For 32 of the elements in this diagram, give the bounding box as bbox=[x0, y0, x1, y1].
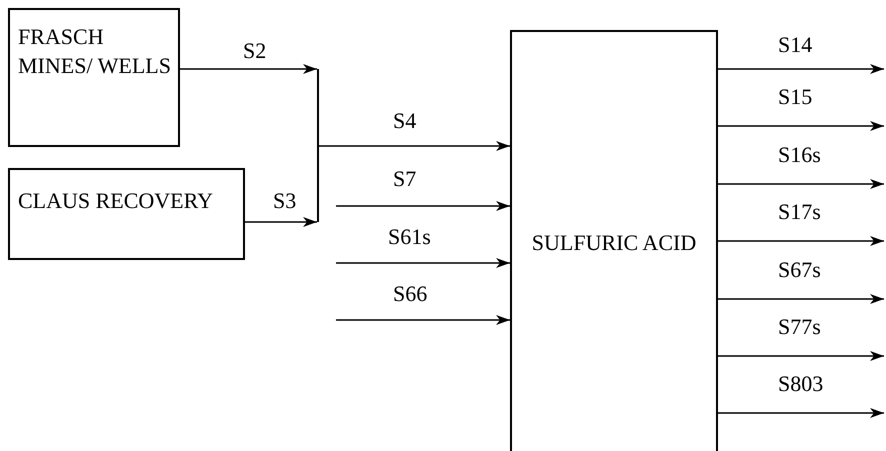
stream-label: S66 bbox=[393, 281, 428, 307]
stream-label: S77s bbox=[778, 314, 821, 340]
arrow bbox=[718, 408, 884, 418]
stream-label: S2 bbox=[243, 38, 266, 64]
arrow bbox=[245, 217, 317, 227]
arrow bbox=[319, 141, 510, 151]
arrow bbox=[718, 294, 884, 304]
stream-label: S61s bbox=[388, 224, 431, 250]
stream-label: S803 bbox=[778, 371, 824, 397]
stream-label: S67s bbox=[778, 257, 821, 283]
stream-label: S3 bbox=[273, 188, 296, 214]
process-box bbox=[510, 30, 718, 451]
arrow bbox=[718, 179, 884, 189]
arrow bbox=[336, 258, 510, 268]
node-label: FRASCH MINES/ WELLS bbox=[18, 23, 172, 80]
stream-label: S14 bbox=[778, 32, 812, 58]
stream-label: S4 bbox=[393, 108, 416, 134]
stream-label: S15 bbox=[778, 84, 812, 110]
arrow bbox=[336, 201, 510, 211]
arrow bbox=[718, 351, 884, 361]
arrow bbox=[336, 315, 510, 325]
arrow bbox=[718, 236, 884, 246]
stream-label: S17s bbox=[778, 199, 821, 225]
arrow bbox=[180, 64, 317, 74]
node-label: CLAUS RECOVERY bbox=[18, 187, 214, 215]
arrow bbox=[718, 121, 884, 131]
arrow bbox=[718, 64, 884, 74]
process-box bbox=[8, 168, 245, 260]
process-box bbox=[8, 8, 180, 147]
stream-label: S16s bbox=[778, 142, 821, 168]
node-label: SULFURIC ACID bbox=[532, 228, 696, 256]
stream-label: S7 bbox=[393, 166, 416, 192]
